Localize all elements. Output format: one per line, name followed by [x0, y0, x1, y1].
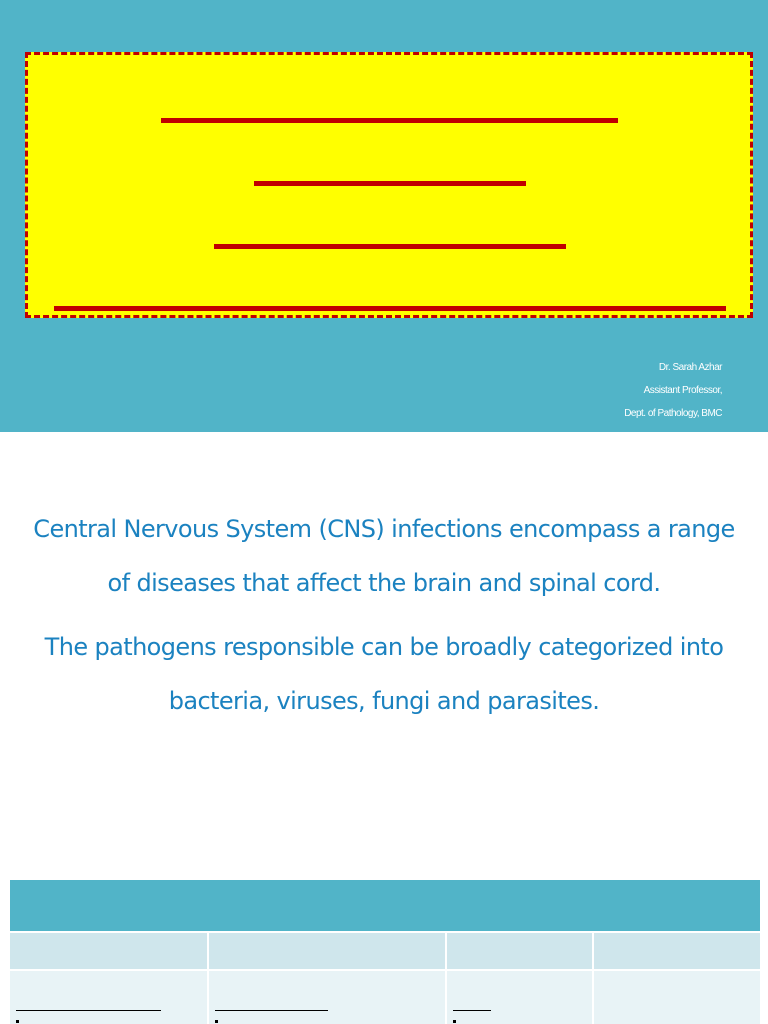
- table-cell: [209, 933, 445, 969]
- table-cell: [447, 933, 592, 969]
- author-name: Dr. Sarah Azhar: [658, 362, 723, 373]
- title-line-4: [54, 306, 726, 311]
- fill-blank-line: [16, 1010, 161, 1011]
- author-block: Dr. Sarah Azhar Assistant Professor, Dep…: [482, 356, 722, 425]
- table-cell: [209, 971, 445, 1024]
- fill-blank-line: [453, 1010, 491, 1011]
- bullet-dot: [453, 1020, 456, 1023]
- table-cell: [594, 971, 760, 1024]
- title-line-3: [214, 244, 566, 249]
- intro-text: Central Nervous System (CNS) infections …: [30, 502, 738, 738]
- intro-paragraph-1: Central Nervous System (CNS) infections …: [33, 515, 735, 597]
- table-cell: [594, 933, 760, 969]
- table-cell: [10, 933, 207, 969]
- fill-blank-line: [215, 1010, 328, 1011]
- table-cell: [447, 971, 592, 1024]
- author-position: Assistant Professor,: [643, 385, 723, 396]
- title-band: Dr. Sarah Azhar Assistant Professor, Dep…: [0, 0, 768, 432]
- pathogen-table: [10, 880, 760, 1024]
- intro-paragraph-2: The pathogens responsible can be broadly…: [44, 633, 724, 715]
- table-cell: [10, 971, 207, 1024]
- table-header: [10, 880, 760, 931]
- title-line-2: [254, 181, 526, 186]
- title-line-1: [161, 118, 618, 123]
- bullet-dot: [215, 1020, 218, 1023]
- author-department: Dept. of Pathology, BMC: [624, 408, 722, 419]
- title-placeholder-box: [25, 52, 753, 318]
- bullet-dot: [16, 1020, 19, 1023]
